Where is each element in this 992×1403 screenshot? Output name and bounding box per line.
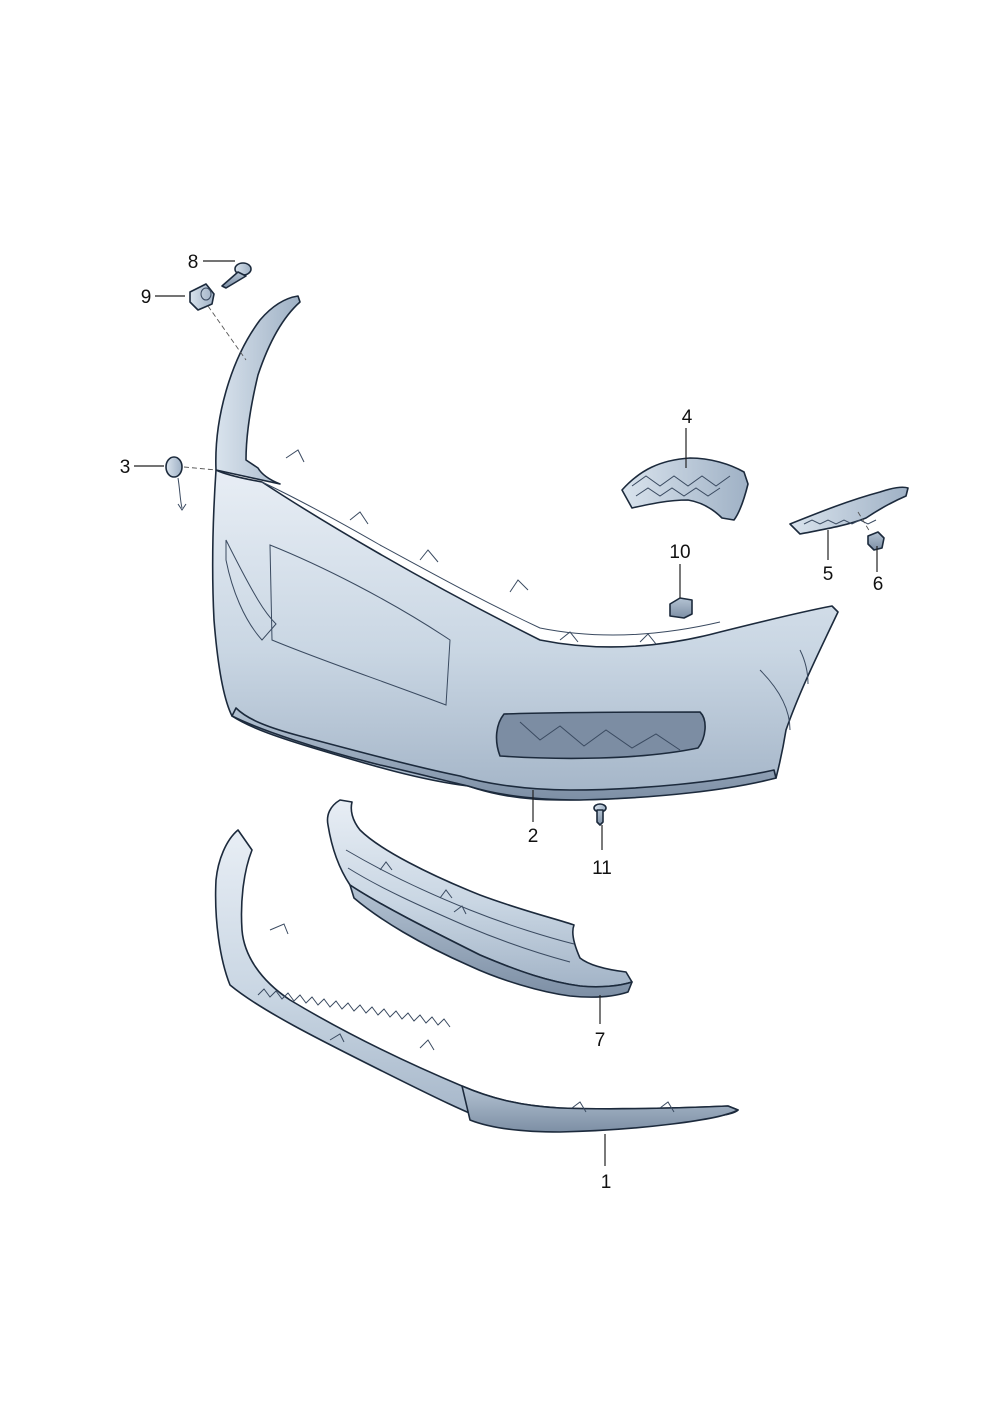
callout-labels: 8 9 3 4 10 5 6 2 11 7 1 bbox=[120, 252, 884, 1193]
install-line-3 bbox=[183, 466, 217, 471]
callout-1: 1 bbox=[601, 1172, 612, 1193]
callout-3: 3 bbox=[120, 457, 131, 478]
lower-grille-part bbox=[326, 799, 633, 998]
callout-9: 9 bbox=[141, 287, 152, 308]
lower-spoiler-part bbox=[214, 829, 739, 1133]
expansion-nut-part bbox=[867, 531, 885, 551]
callout-11: 11 bbox=[592, 858, 612, 879]
tow-eye-cap-part bbox=[165, 456, 187, 511]
bumper-cover-part bbox=[211, 295, 839, 801]
callout-2: 2 bbox=[528, 826, 539, 847]
side-guide-part bbox=[789, 486, 909, 535]
rivet-part bbox=[593, 803, 607, 826]
callout-10: 10 bbox=[669, 542, 690, 563]
callout-5: 5 bbox=[823, 564, 834, 585]
screw-part bbox=[221, 262, 252, 289]
install-line-9 bbox=[207, 305, 247, 361]
callout-7: 7 bbox=[595, 1030, 606, 1051]
callout-8: 8 bbox=[188, 252, 199, 273]
callout-6: 6 bbox=[873, 574, 884, 595]
mounting-bracket-part bbox=[621, 457, 749, 521]
install-line-6 bbox=[857, 511, 871, 533]
grommet-part bbox=[189, 283, 215, 311]
clip-part bbox=[669, 597, 693, 619]
callout-leaders bbox=[134, 260, 878, 1166]
callout-4: 4 bbox=[682, 407, 693, 428]
